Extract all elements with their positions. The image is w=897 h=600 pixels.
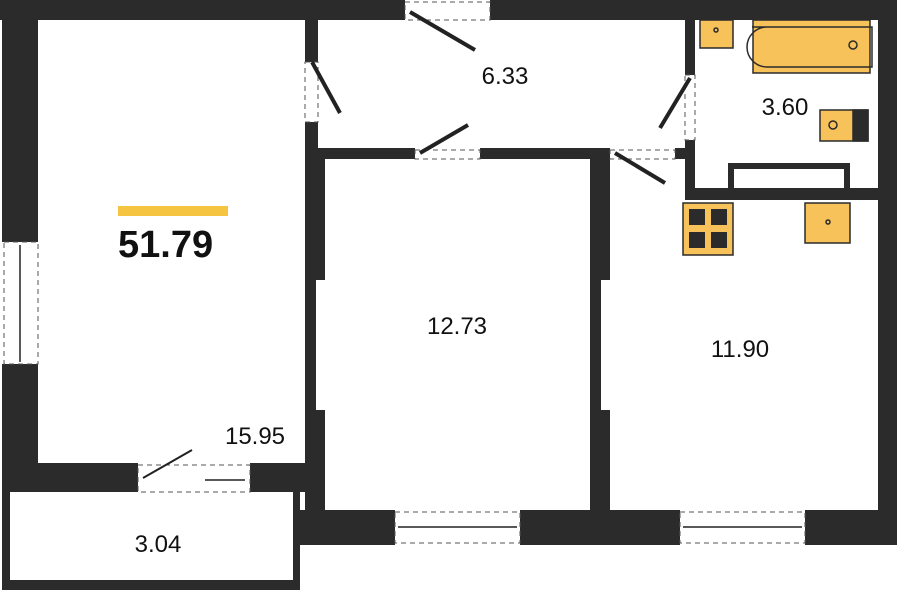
stove-burners bbox=[689, 209, 727, 248]
fixture-details bbox=[713, 26, 873, 225]
room-area-bathroom: 3.60 bbox=[761, 94, 809, 121]
door-leaves bbox=[142, 10, 692, 479]
room-area-bedroom: 12.73 bbox=[426, 313, 488, 340]
fixtures bbox=[682, 19, 871, 256]
room-area-balcony: 3.04 bbox=[134, 531, 182, 558]
toilet-tank-icon bbox=[852, 109, 869, 142]
window-panes bbox=[19, 245, 802, 528]
window-openings bbox=[3, 1, 806, 544]
balcony-outline bbox=[2, 492, 300, 590]
kitchen-sink-icon bbox=[804, 202, 851, 244]
total-area-accent-bar bbox=[118, 206, 228, 216]
total-area: 51.79 bbox=[118, 224, 214, 266]
walls bbox=[0, 0, 897, 545]
bathroom-sink-icon bbox=[699, 19, 734, 49]
room-area-kitchen: 11.90 bbox=[710, 336, 770, 363]
bathtub-icon bbox=[752, 19, 871, 74]
room-area-hallway: 6.33 bbox=[481, 63, 529, 90]
room-area-living-room: 15.95 bbox=[224, 423, 286, 450]
